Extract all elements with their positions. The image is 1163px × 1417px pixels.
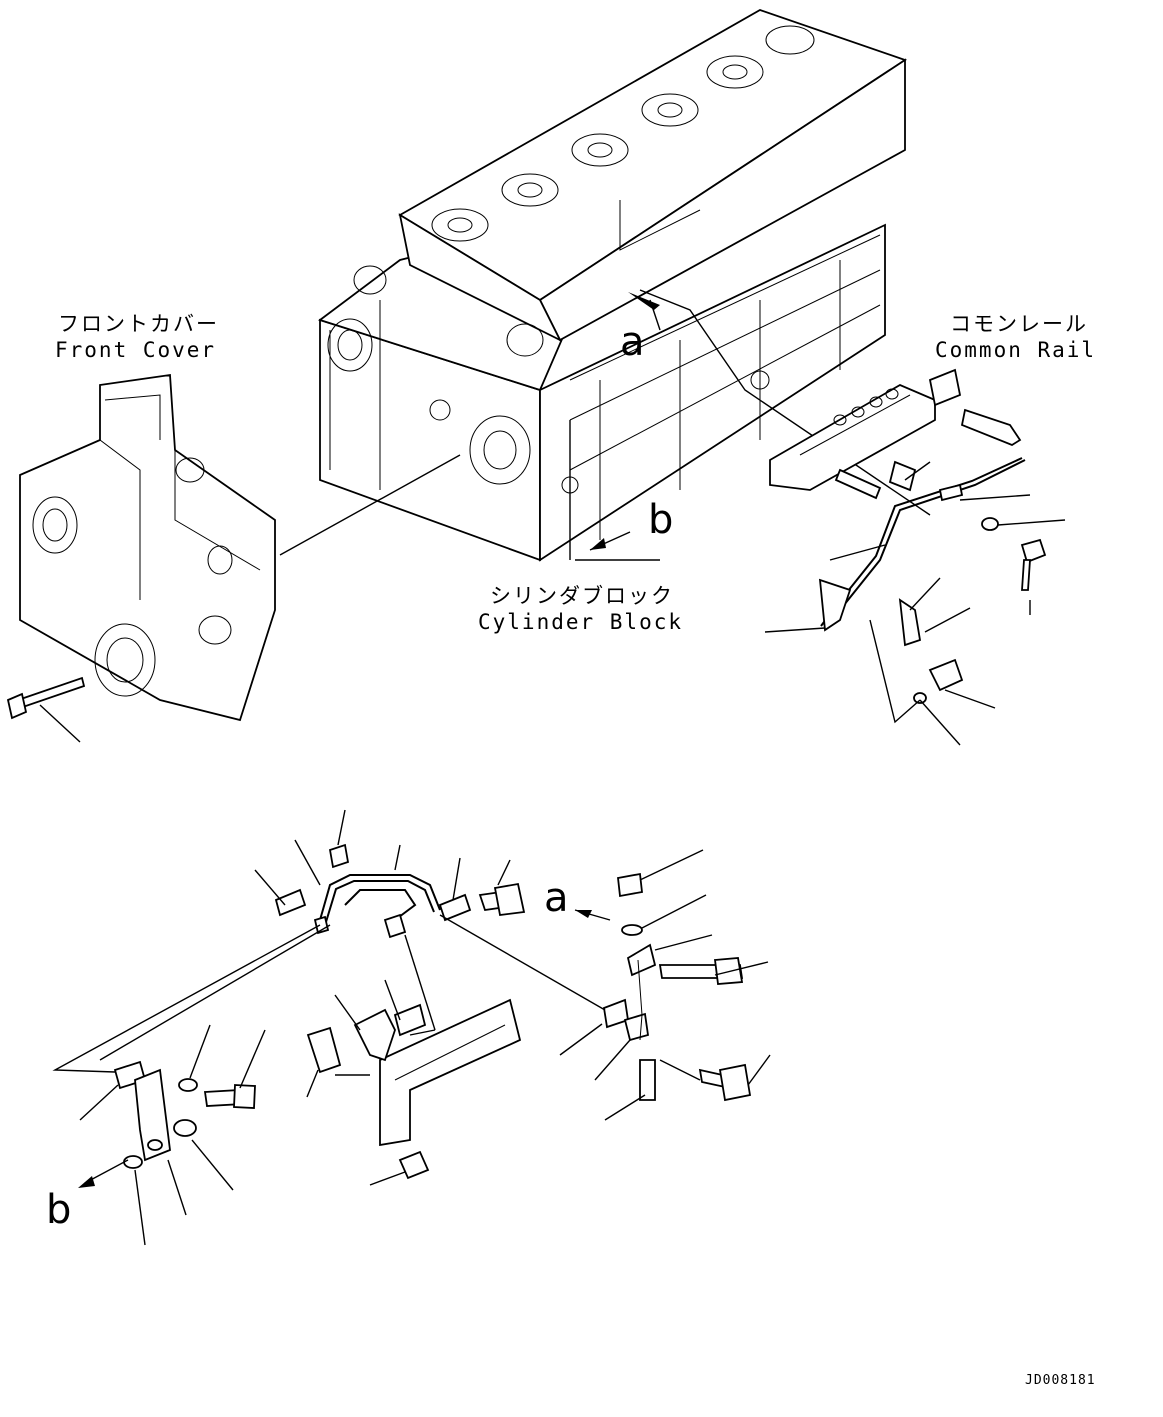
cylinder-block-label-en: Cylinder Block	[478, 610, 684, 634]
cylinder-block-drawing	[318, 9, 908, 562]
document-id: JD008181	[1025, 1373, 1096, 1388]
cylinder-block-label-jp: シリンダブロック	[490, 584, 674, 608]
view-marker-b-bottom: b	[46, 1187, 72, 1233]
common-rail-label-en: Common Rail	[935, 338, 1097, 362]
common-rail-drawing	[769, 368, 1047, 704]
injector-pipe-drawing	[274, 843, 526, 939]
arrow-a-top	[628, 292, 660, 310]
front-cover-drawing	[6, 373, 276, 722]
front-cover-label-en: Front Cover	[55, 338, 217, 362]
view-marker-b-top: b	[648, 497, 674, 543]
common-rail-label-jp: コモンレール	[950, 312, 1088, 336]
clamp-parts-right-drawing	[602, 872, 752, 1102]
view-marker-a-top: a	[620, 319, 645, 365]
front-cover-label-jp: フロントカバー	[58, 312, 219, 336]
clamp-parts-left-drawing	[113, 1060, 256, 1169]
bracket-drawing	[306, 998, 522, 1180]
leader-lines-rail	[764, 461, 1066, 746]
arrow-a-bottom	[575, 910, 592, 918]
arrow-b-bottom	[78, 1176, 95, 1188]
leader-lines-bottom	[52, 809, 771, 1246]
arrow-b-top	[590, 538, 606, 550]
view-marker-a-bottom: a	[544, 875, 569, 921]
